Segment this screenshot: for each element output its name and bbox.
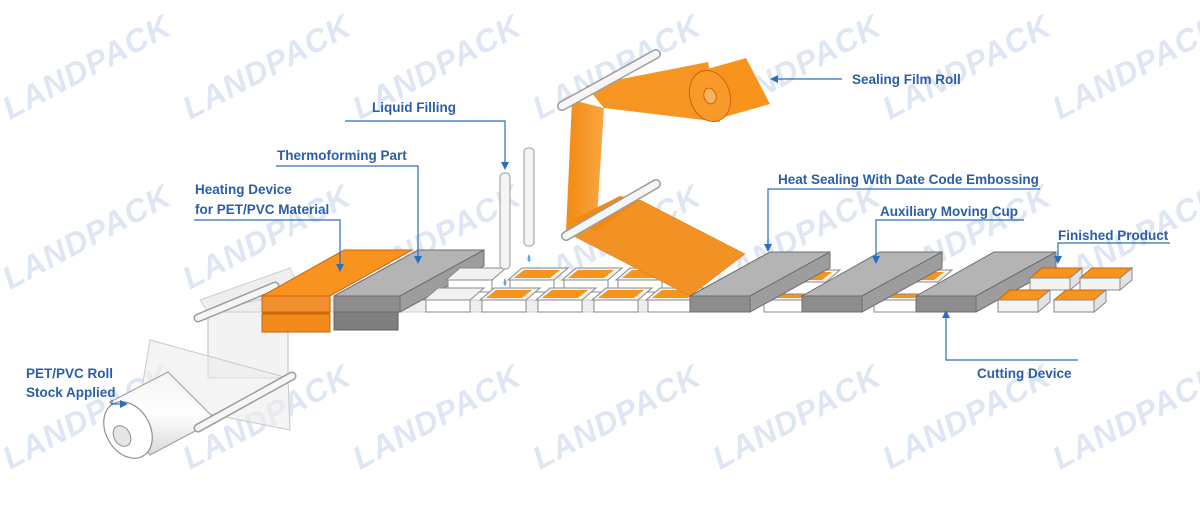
label-pet-pvc-roll-line1: PET/PVC Roll [26,366,113,381]
label-finished-product: Finished Product [1058,228,1169,243]
formed-cup [422,287,486,313]
heat-sealing-press [689,251,831,313]
sealing-film-web [565,62,746,297]
label-heating-device-line2: for PET/PVC Material [195,202,329,217]
finished-product-cup [1078,266,1134,292]
cutting-device-press [914,251,1057,313]
label-auxiliary-moving-cup: Auxiliary Moving Cup [880,204,1018,219]
sealing-film-guide-rollers [557,49,661,241]
finished-product-cup [1052,288,1108,314]
leader-liquid-filling [345,120,506,168]
leader-heat-sealing [767,188,1040,250]
leader-arrowheads [120,75,1062,408]
watermark-text: LANDPACK [176,7,358,127]
watermark-text: LANDPACK [706,357,888,477]
watermark-text: LANDPACK [0,177,178,297]
watermark-text: LANDPACK [0,7,178,127]
finished-product-cup [1028,266,1084,292]
pet-pvc-roll [103,371,217,459]
label-cutting-device: Cutting Device [977,366,1072,381]
label-heating-device-line1: Heating Device [195,182,292,197]
finished-product-cup [996,288,1052,314]
leader-heating-device [194,219,341,270]
label-sealing-film-roll: Sealing Film Roll [852,72,961,87]
auxiliary-moving-cup-press [800,251,943,313]
formed-cup [478,287,542,313]
label-pet-pvc-roll-line2: Stock Applied [26,385,116,400]
thermoforming-press [333,249,485,331]
liquid-filling-nozzles [499,147,535,286]
label-heat-sealing: Heat Sealing With Date Code Embossing [778,172,1039,187]
leader-thermoforming-part [276,165,419,262]
formed-cup [590,287,654,313]
leader-cutting-device [945,312,1078,361]
leader-finished-product [1057,242,1170,262]
watermark-text: LANDPACK [346,357,528,477]
formed-cup [534,287,598,313]
watermark-text: LANDPACK [876,7,1058,127]
heating-device [260,249,414,333]
leader-lines [111,78,1170,405]
finished-products [996,266,1134,314]
label-liquid-filling: Liquid Filling [372,100,456,115]
leader-auxiliary-moving-cup [875,219,1024,262]
label-thermoforming-part: Thermoforming Part [277,148,407,163]
watermark-text: LANDPACK [1046,7,1200,127]
sealing-film-roll [688,58,770,122]
film-guide-rollers [193,281,297,433]
labels: Sealing Film Roll Liquid Filling Thermof… [26,72,1169,400]
watermark-text: LANDPACK [526,357,708,477]
